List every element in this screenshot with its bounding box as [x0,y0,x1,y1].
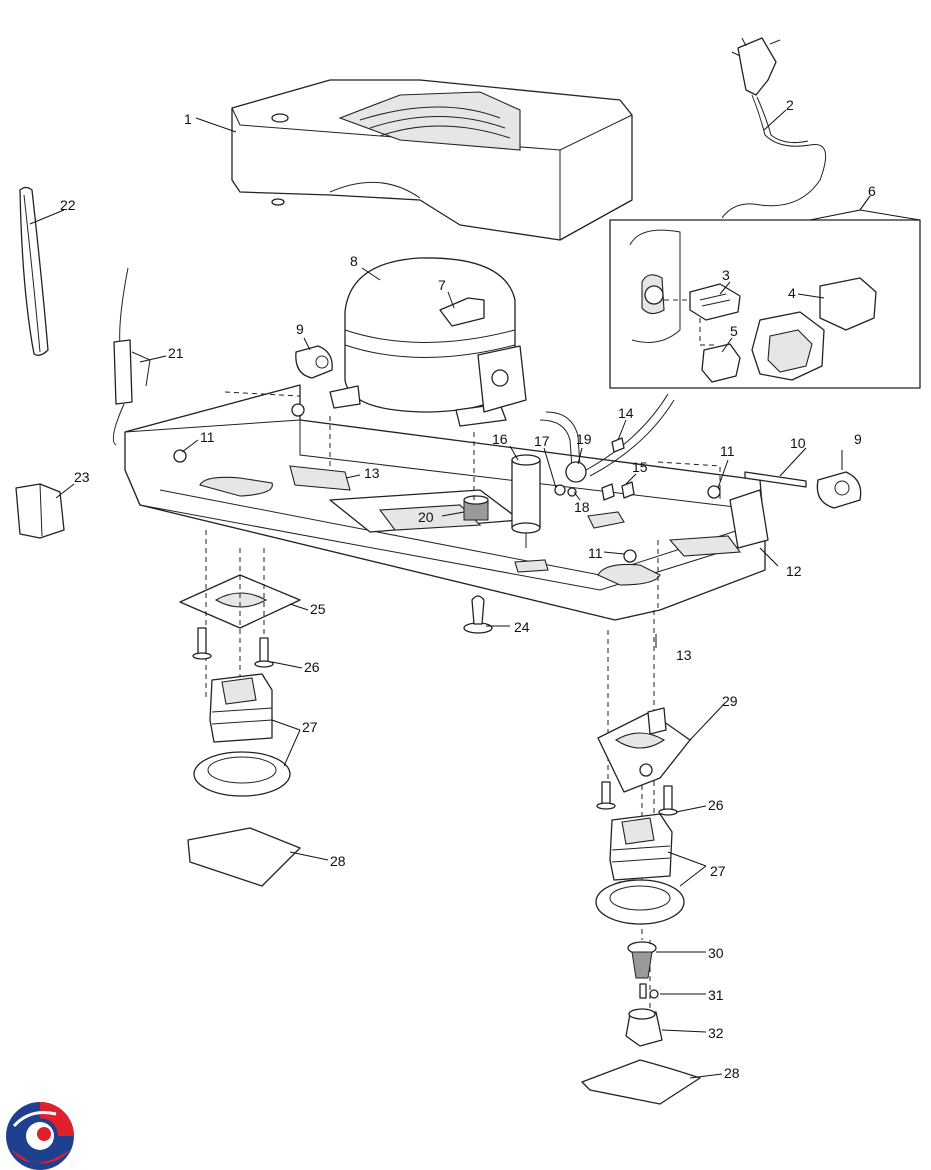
part-30-adjuster [627,941,657,979]
part-12-base-plate [124,384,769,621]
part-19-tube-fitting [539,393,675,497]
callout-31: 31 [708,987,724,1003]
part-27-leg-right [595,813,685,925]
callout-14: 14 [618,405,634,421]
callout-13-bottom: 13 [676,647,692,663]
callout-12: 12 [786,563,802,579]
part-32-foot [625,1008,663,1047]
part-8-compressor [329,257,527,427]
callout-26-left: 26 [304,659,320,675]
callout-5: 5 [730,323,738,339]
callout-27-left: 27 [302,719,318,735]
callout-19: 19 [576,431,592,447]
callout-10: 10 [790,435,806,451]
part-9-end-cap-right [816,471,862,509]
callout-23: 23 [74,469,90,485]
callout-15: 15 [632,459,648,475]
part-26-screws-right [596,781,678,816]
callout-26-right: 26 [708,797,724,813]
callout-9-right: 9 [854,431,862,447]
callout-27-right: 27 [710,863,726,879]
callout-22: 22 [60,197,76,213]
spares-logo-icon [6,1102,74,1170]
callout-7: 7 [438,277,446,293]
callout-3: 3 [722,267,730,283]
part-26-screws-left [192,627,274,668]
part-1-tray [231,79,633,241]
callout-8: 8 [350,253,358,269]
part-25-mount-plate [179,574,301,629]
callout-9-left: 9 [296,321,304,337]
callout-labels: 1 2 3 4 5 6 7 8 9 9 10 11 11 11 12 13 13… [60,97,876,1081]
callout-13-top: 13 [364,465,380,481]
callout-2: 2 [786,97,794,113]
callout-28-left: 28 [330,853,346,869]
part-28-pad-left [187,827,301,887]
part-27-leg-left [193,673,291,797]
callout-28-right: 28 [724,1065,740,1081]
callout-25: 25 [310,601,326,617]
callout-21: 21 [168,345,184,361]
part-28-pad-right [581,1059,701,1105]
part-22-sleeve [19,186,49,356]
part-31-pin [639,983,659,999]
part-6-relay-inset [609,219,921,389]
callout-6: 6 [868,183,876,199]
callout-18: 18 [574,499,590,515]
callout-17: 17 [534,433,550,449]
callout-11-right: 11 [720,443,735,459]
part-16-capacitor [511,454,541,548]
part-9-end-cap-left [295,345,333,379]
callout-11-left: 11 [200,429,215,445]
callout-32: 32 [708,1025,724,1041]
callout-4: 4 [788,285,796,301]
callout-30: 30 [708,945,724,961]
part-21-sensor-lead [112,267,151,446]
part-29-mount-bracket [597,707,691,793]
callout-20: 20 [418,509,434,525]
callout-24: 24 [514,619,530,635]
callout-11-bottom: 11 [588,545,603,561]
callout-29: 29 [722,693,738,709]
leader-lines [29,109,921,1079]
callout-1: 1 [184,111,192,127]
callout-16: 16 [492,431,508,447]
part-24-plug [463,595,493,634]
part-20-grommet [463,495,489,521]
part-10-rod [744,471,807,488]
